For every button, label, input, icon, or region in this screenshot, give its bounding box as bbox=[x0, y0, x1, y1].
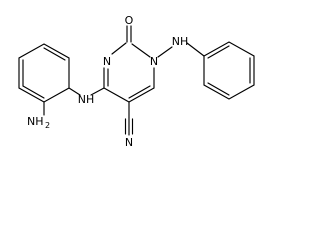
bond-c2-n3 bbox=[111, 42, 127, 55]
bond-c4-nh-linker bbox=[90, 87, 105, 96]
phenyl-right-double-1 bbox=[207, 45, 230, 59]
atom-oxygen: O bbox=[125, 14, 134, 27]
bond-nh-aminophenyl bbox=[68, 87, 81, 96]
atom-n1: N bbox=[150, 55, 158, 68]
molecule-structure-diagram: O N N NH NH N NH 2 bbox=[18, 14, 255, 149]
bond-c6-c5 bbox=[128, 87, 155, 103]
atom-n3: N bbox=[103, 55, 111, 68]
bond-c6-c5-double bbox=[128, 85, 151, 99]
bond-c5-c4 bbox=[103, 87, 130, 103]
phenyl-right-outline bbox=[203, 41, 255, 100]
phenyl-ring-right bbox=[203, 41, 255, 100]
phenyl-right-double-3 bbox=[207, 82, 230, 96]
aminophenyl-outline bbox=[18, 43, 70, 103]
atom-nh2-group: NH 2 bbox=[27, 115, 50, 130]
atom-nh2-subscript: 2 bbox=[45, 121, 50, 130]
atom-nitrile-n: N bbox=[125, 136, 133, 149]
atom-nh-phenyl: NH bbox=[172, 35, 189, 48]
bond-n1-nh bbox=[157, 46, 173, 58]
atom-nh2: NH bbox=[27, 115, 44, 128]
aminophenyl-ring-left bbox=[18, 43, 70, 103]
aminophenyl-double-2 bbox=[22, 85, 45, 99]
aminophenyl-double-1 bbox=[43, 47, 66, 61]
bond-c2-n1 bbox=[131, 43, 151, 58]
pyrimidinone-ring bbox=[103, 42, 155, 103]
bond-nh-phenyl bbox=[186, 42, 205, 57]
atom-nh-linker: NH bbox=[78, 93, 95, 106]
